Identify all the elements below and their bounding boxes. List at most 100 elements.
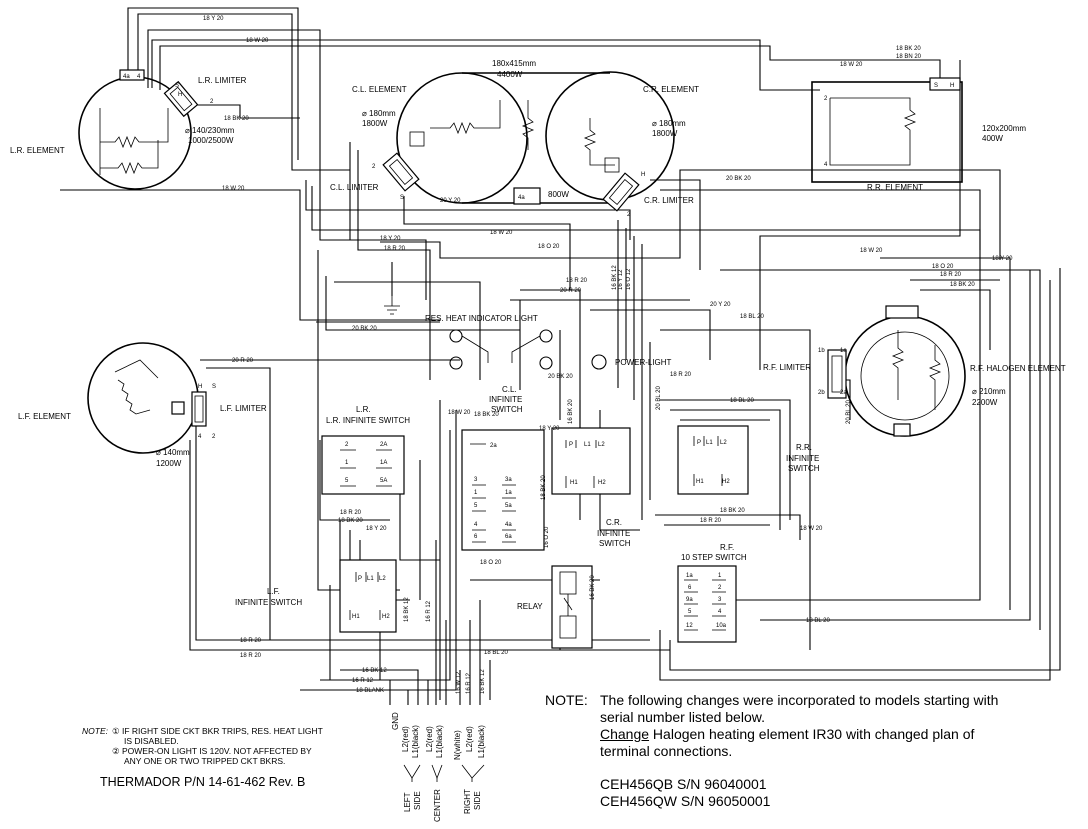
- svg-text:18 R 20: 18 R 20: [240, 638, 262, 644]
- svg-text:H1: H1: [352, 614, 360, 620]
- svg-text:L.F.: L.F.: [267, 587, 280, 596]
- svg-text:5: 5: [474, 503, 478, 509]
- svg-text:2: 2: [627, 212, 631, 218]
- svg-text:18 R 20: 18 R 20: [940, 272, 962, 278]
- svg-text:12: 12: [686, 623, 693, 629]
- svg-text:H: H: [198, 384, 202, 390]
- svg-text:20 BK 20: 20 BK 20: [548, 374, 573, 380]
- svg-text:16 R 12: 16 R 12: [466, 672, 472, 694]
- svg-text:L2: L2: [720, 440, 727, 446]
- rr-element-size: 120x200mm: [982, 124, 1026, 133]
- supply-group-left: LEFT: [403, 792, 412, 812]
- cl-element-size: ⌀ 180mm: [362, 109, 396, 118]
- res-heat-indicator-light: RES. HEAT INDICATOR LIGHT: [425, 314, 553, 370]
- svg-text:1: 1: [345, 460, 349, 466]
- supply-right-l1: L1(black): [477, 725, 486, 758]
- svg-text:INFINITE: INFINITE: [489, 395, 522, 404]
- svg-text:1a: 1a: [505, 490, 512, 496]
- supply-group-right: RIGHT: [463, 789, 472, 814]
- lr-element-size: ⌀ 140/230mm: [185, 126, 235, 135]
- svg-text:20 Y 20: 20 Y 20: [440, 198, 461, 204]
- svg-text:18 BK 20: 18 BK 20: [896, 46, 921, 52]
- lr-switch-label: L.R. INFINITE SWITCH: [326, 416, 410, 425]
- svg-text:18 BL 20: 18 BL 20: [484, 650, 508, 656]
- center-bridge-element: 4a 800W 180x415mm 4400W: [462, 59, 610, 205]
- cr-element-size: ⌀ 180mm: [652, 119, 686, 128]
- svg-text:18 BLANK: 18 BLANK: [356, 688, 384, 694]
- svg-text:18 W 20: 18 W 20: [800, 526, 823, 532]
- svg-text:18 BL 20: 18 BL 20: [730, 398, 754, 404]
- supply-center-l1: L1(black): [435, 725, 444, 758]
- svg-text:SWITCH: SWITCH: [491, 405, 523, 414]
- svg-text:2: 2: [212, 434, 216, 440]
- cl-element-label: C.L. ELEMENT: [352, 85, 407, 94]
- cl-limiter-label: C.L. LIMITER: [330, 183, 379, 192]
- svg-text:18 BK 20: 18 BK 20: [338, 518, 363, 524]
- svg-text:20 R 20: 20 R 20: [560, 288, 582, 294]
- svg-text:1: 1: [474, 490, 478, 496]
- svg-text:18 BK 20: 18 BK 20: [474, 412, 499, 418]
- svg-text:4: 4: [137, 74, 141, 80]
- rf-element-label: R.F. HALOGEN ELEMENT: [970, 364, 1066, 373]
- svg-text:SWITCH: SWITCH: [599, 539, 631, 548]
- svg-text:2b: 2b: [818, 390, 825, 396]
- svg-text:L1: L1: [367, 576, 374, 582]
- relay: RELAY: [517, 565, 593, 649]
- cl-infinite-switch: 2a 3 3a 1 1a 5 5a 4 4a 6 6a C.L. INFINIT…: [461, 385, 545, 551]
- supply-right-l2: L2(red): [465, 726, 474, 752]
- center-element-watts: 4400W: [497, 70, 523, 79]
- lr-element-label: L.R. ELEMENT: [10, 146, 65, 155]
- svg-text:C.L.: C.L.: [502, 385, 517, 394]
- ground-symbol: [384, 296, 400, 315]
- svg-text:16 BK 20: 16 BK 20: [590, 575, 596, 600]
- part-number: THERMADOR P/N 14-61-462 Rev. B: [100, 775, 306, 789]
- supply-terminals: GND L2(red) L1(black) L2(red) L1(black) …: [391, 712, 486, 822]
- svg-text:18 R 20: 18 R 20: [670, 372, 692, 378]
- svg-text:6a: 6a: [505, 534, 512, 540]
- lf-element-watts: 1200W: [156, 459, 182, 468]
- svg-text:2: 2: [372, 164, 376, 170]
- model-2: CEH456QW S/N 96050001: [600, 793, 771, 809]
- svg-text:5: 5: [345, 478, 349, 484]
- svg-text:18 O 20: 18 O 20: [480, 560, 502, 566]
- svg-text:16 R 12: 16 R 12: [426, 600, 432, 622]
- supply-left-l2: L2(red): [401, 726, 410, 752]
- change-note: NOTE:The following changes were incorpor…: [545, 692, 1065, 810]
- cr-element-watts: 1800W: [652, 129, 678, 138]
- rf-element-size: ⌀ 210mm: [972, 387, 1006, 396]
- rf-element-watts: 2200W: [972, 398, 998, 407]
- svg-text:2: 2: [345, 442, 349, 448]
- rr-infinite-switch: P L1 L2 H1 H2 R.R. INFINITE SWITCH: [677, 425, 820, 495]
- power-light-label: POWER-LIGHT: [615, 358, 672, 367]
- svg-text:1b: 1b: [818, 348, 825, 354]
- lf-element: L.F. ELEMENT ⌀ 140mm 1200W: [18, 342, 199, 468]
- svg-text:SIDE: SIDE: [473, 791, 482, 810]
- cr-limiter: H2 C.R. LIMITER: [602, 172, 694, 218]
- footnotes: NOTE:① IF RIGHT SIDE CKT BKR TRIPS, RES.…: [82, 726, 323, 766]
- cr-element-label: C.R. ELEMENT: [643, 85, 699, 94]
- lr-element-watts: 1000/2500W: [188, 136, 234, 145]
- svg-text:H2: H2: [722, 479, 730, 485]
- svg-text:H: H: [178, 92, 182, 98]
- supply-right-n: N(white): [453, 730, 462, 760]
- svg-text:H: H: [950, 83, 954, 89]
- svg-text:18 BK 20: 18 BK 20: [541, 475, 547, 500]
- svg-text:18 Y 20: 18 Y 20: [380, 236, 401, 242]
- lf-limiter-label: L.F. LIMITER: [220, 404, 267, 413]
- svg-text:18 W 20: 18 W 20: [222, 186, 245, 192]
- svg-text:S: S: [934, 83, 938, 89]
- power-light: POWER-LIGHT: [591, 354, 672, 370]
- svg-text:L.R.: L.R.: [356, 405, 371, 414]
- svg-text:5: 5: [688, 609, 692, 615]
- lf-element-label: L.F. ELEMENT: [18, 412, 71, 421]
- supply-left-l1: L1(black): [411, 725, 420, 758]
- svg-text:2: 2: [824, 96, 828, 102]
- svg-text:16 BK 12: 16 BK 12: [612, 265, 618, 290]
- svg-text:18 R 20: 18 R 20: [384, 246, 406, 252]
- lr-limiter: H2S L.R. LIMITER: [163, 76, 247, 118]
- svg-text:18 R 20: 18 R 20: [700, 518, 722, 524]
- svg-text:18 W 20: 18 W 20: [860, 248, 883, 254]
- svg-text:18 W 20: 18 W 20: [840, 62, 863, 68]
